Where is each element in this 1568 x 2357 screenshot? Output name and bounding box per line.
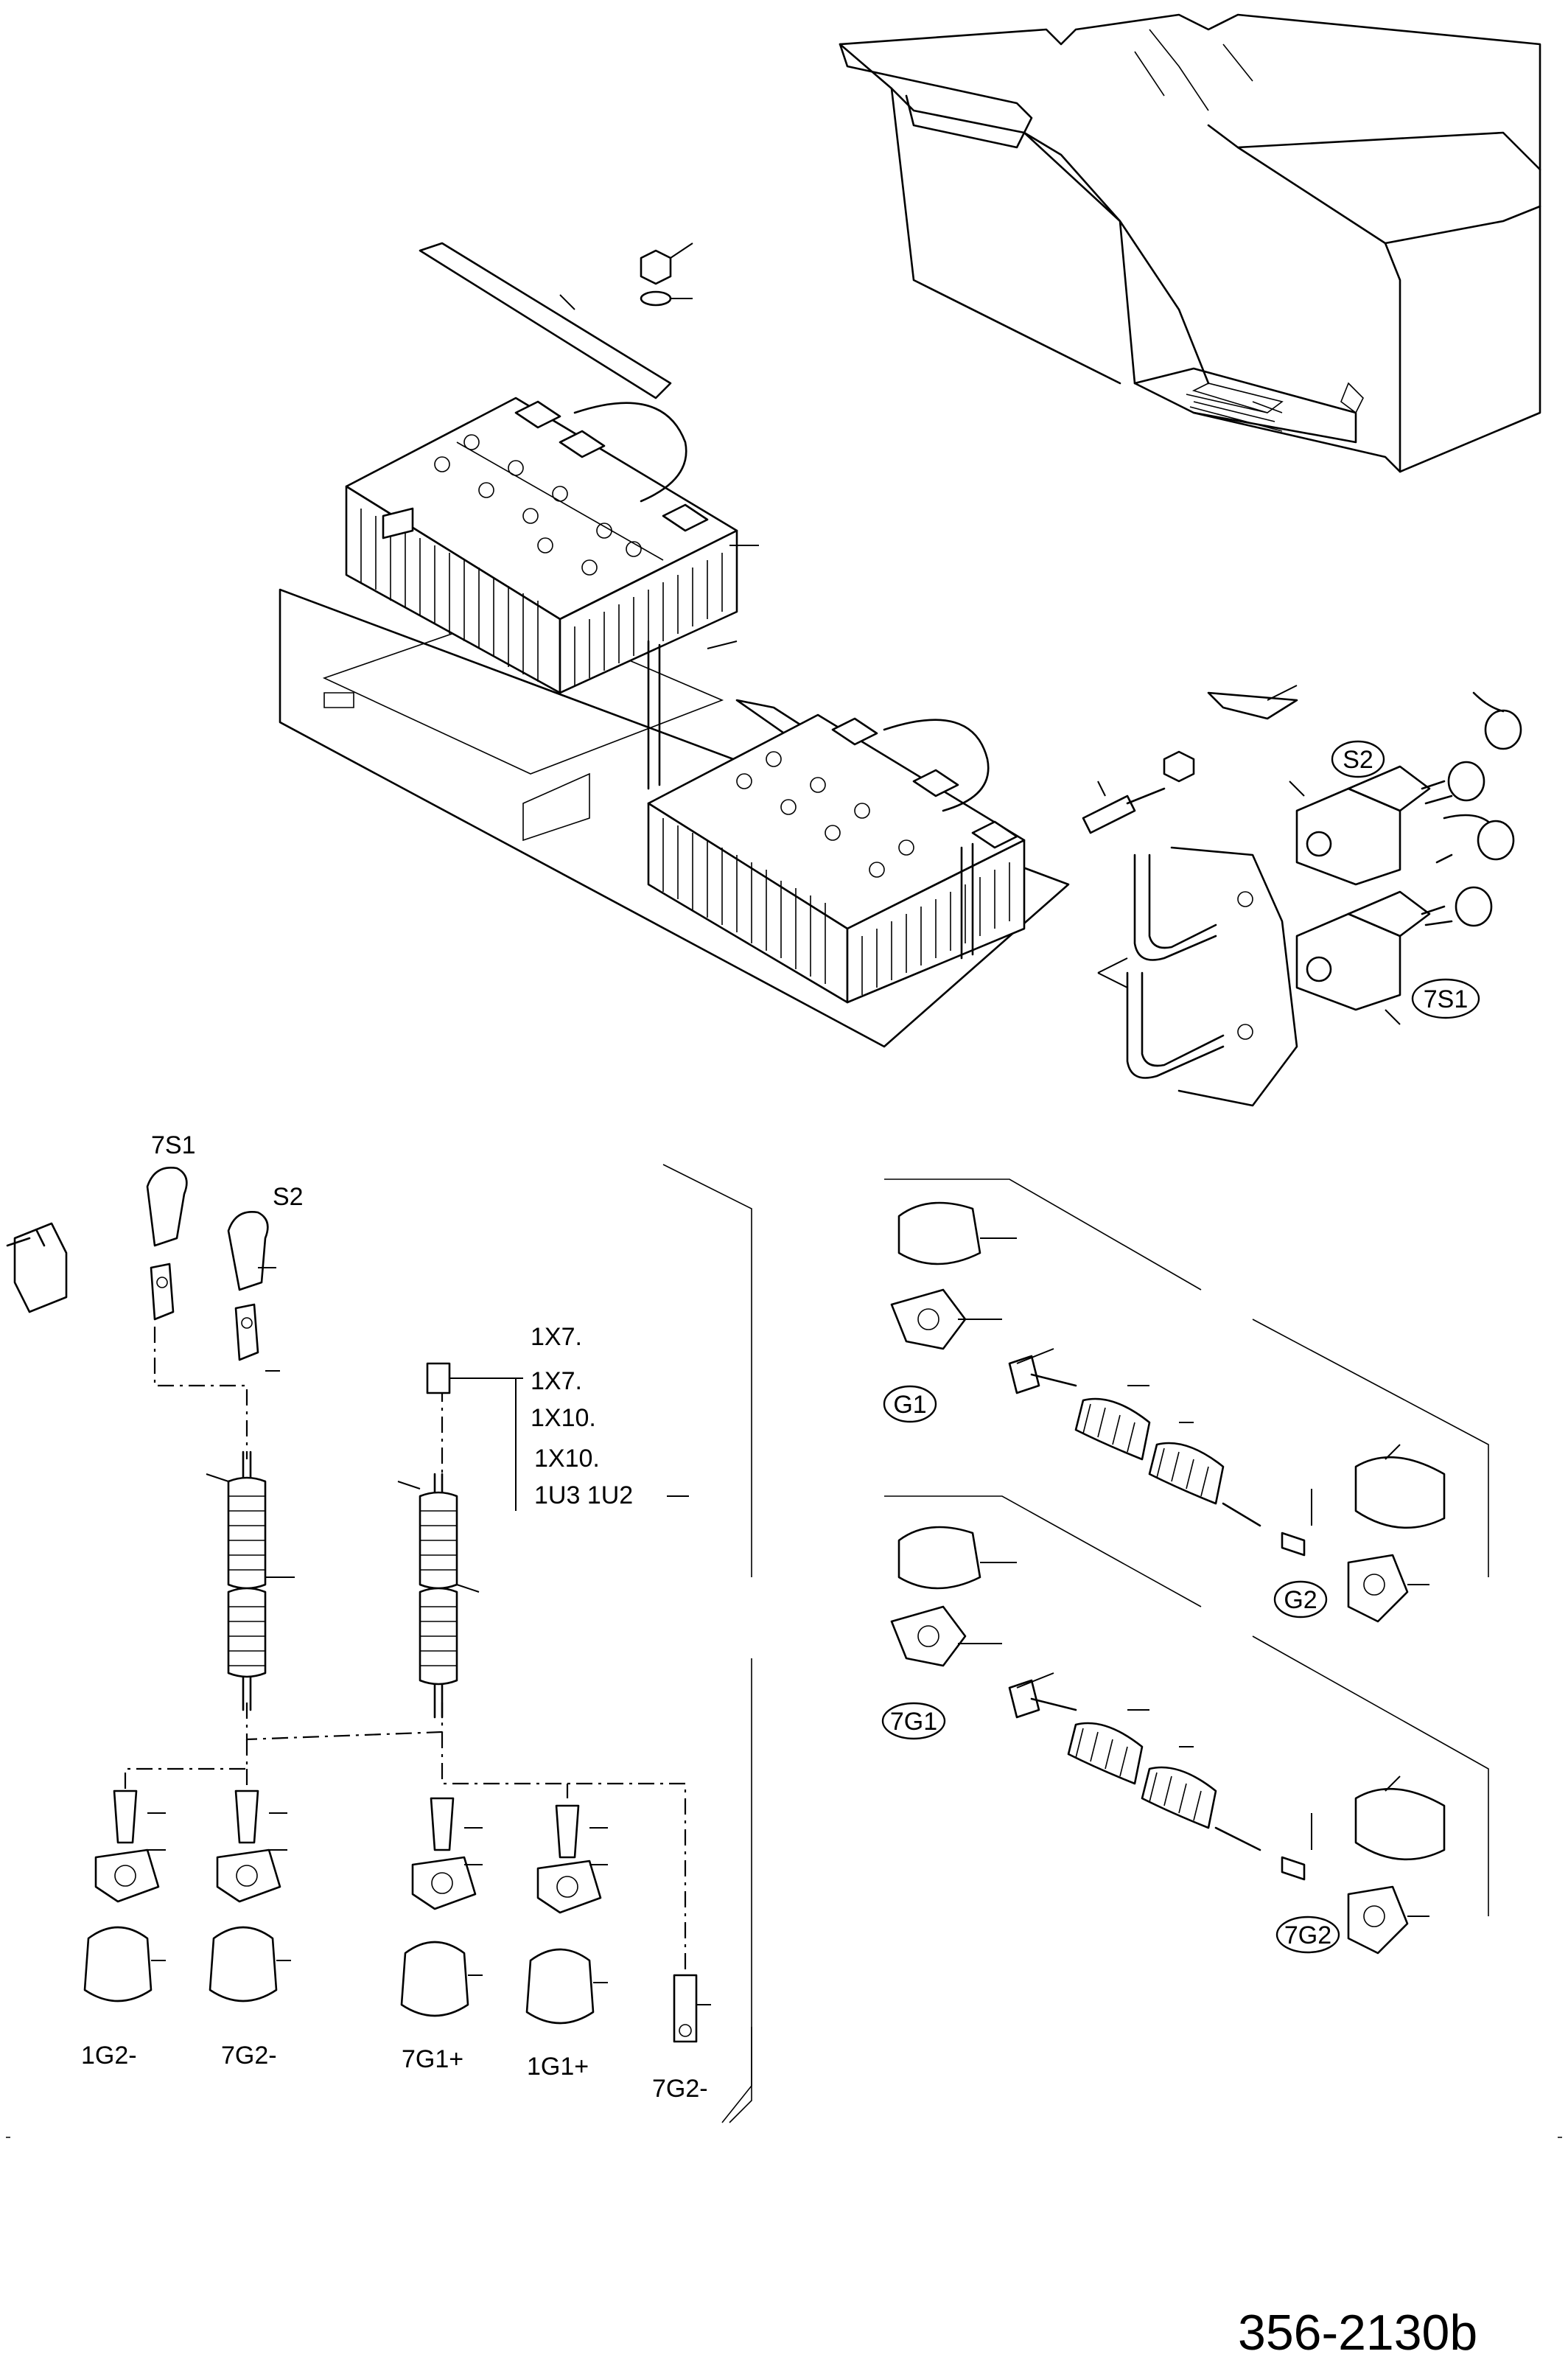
callout-bubble-7s1: 7S1 (1411, 978, 1480, 1019)
label-g1: G1 (893, 1391, 926, 1419)
connector-label-1: 1X7. (531, 1323, 582, 1351)
switch-label-s2: S2 (273, 1183, 304, 1211)
terminal-stack-3 (400, 1797, 477, 2017)
battery-pair-upper (345, 397, 738, 694)
terminal-stack-1 (83, 1789, 160, 2002)
label-g2: G2 (1284, 1586, 1317, 1614)
switch-s2 (1289, 691, 1522, 886)
battery-terminal-detail-upper: G1 G2 (883, 1178, 1489, 1623)
connector-label-4: 1X10. (534, 1445, 600, 1473)
switch-label-7s1: 7S1 (151, 1131, 196, 1159)
cable-spring-left (206, 1450, 295, 1711)
terminal-stack-2 (209, 1789, 281, 2002)
terminal-label-1g1-plus: 1G1+ (527, 2053, 589, 2081)
switch-mounting-assembly: S2 7S1 (1082, 685, 1522, 1107)
drawing-number: 356-2130b (1238, 2305, 1477, 2357)
battery-pair-lower (647, 713, 1026, 1004)
battery-terminal-detail-lower: 7G1 7G2 (881, 1495, 1489, 1955)
cable-spring-right (397, 1473, 480, 1719)
terminal-label-7g2-minus: 7G2- (221, 2042, 277, 2070)
callout-bubble-s2: S2 (1331, 740, 1385, 778)
label-7s1: 7S1 (1424, 985, 1469, 1013)
connector-label-5: 1U3 1U2 (534, 1481, 633, 1509)
connector-label-block: 1X7. 1X7. 1X10. 1X10. 1U3 1U2 (531, 1323, 689, 1509)
terminal-label-7g1-plus: 7G1+ (402, 2045, 463, 2073)
label-s2: S2 (1343, 746, 1373, 774)
connector-label-2: 1X7. (531, 1367, 582, 1395)
terminal-label-1g2-minus: 1G2- (81, 2042, 137, 2070)
label-7g1: 7G1 (890, 1708, 937, 1736)
connector-label-3: 1X10. (531, 1404, 596, 1432)
cable-schematic: 1X7. 1X7. 1X10. 1X10. 1U3 1U2 (6, 1131, 752, 2123)
vehicle-body-outline (839, 13, 1541, 473)
battery-rack-assembly (279, 242, 1070, 1048)
label-7g2: 7G2 (1284, 1921, 1331, 1949)
terminal-stack-4 (525, 1804, 602, 2025)
terminal-lug (673, 1974, 698, 2043)
switch-7s1 (1295, 853, 1493, 1025)
terminal-label-7g2-minus-lug: 7G2- (652, 2075, 708, 2103)
